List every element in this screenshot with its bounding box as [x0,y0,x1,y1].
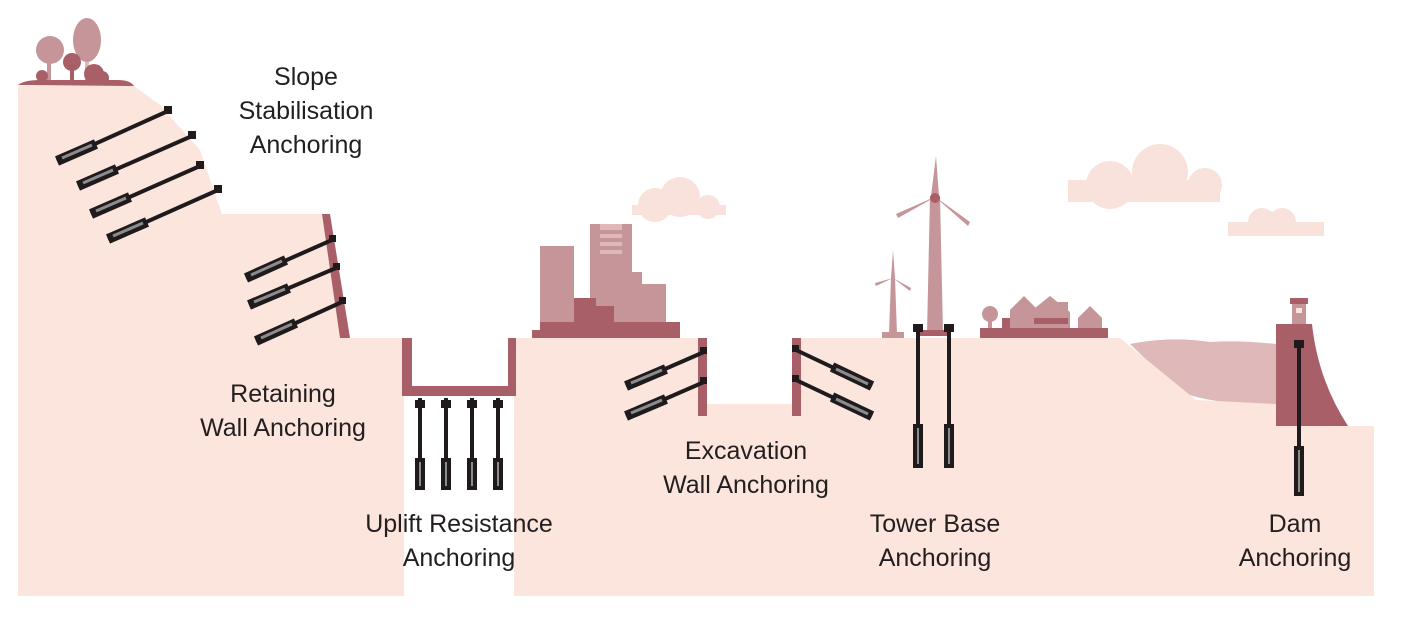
retaining-wall [322,214,350,338]
wind-turbine-icon [896,156,970,336]
anchor-rod-icon [55,106,875,421]
cloud-icon [1068,144,1222,209]
cloud-icon [1228,208,1324,236]
uplift-trench [402,338,516,396]
label-uplift-resistance: Uplift Resistance Anchoring [365,510,553,572]
ground-profile [18,86,1374,596]
house-icon [980,296,1108,338]
label-retaining-wall: Retaining Wall Anchoring [200,380,366,442]
label-dam: Dam Anchoring [1238,510,1352,572]
cloud-icon [632,177,726,222]
label-tower-base: Tower Base Anchoring [869,510,1001,572]
tree-icon [36,18,109,85]
city-buildings-icon [532,224,680,338]
label-slope-stabilisation: Slope Stabilisation Anchoring [238,63,374,159]
label-excavation-wall: Excavation Wall Anchoring [663,437,829,499]
dam-icon [1276,298,1348,426]
wind-turbine-icon [875,250,911,338]
anchor-rod-icon [415,324,1304,496]
